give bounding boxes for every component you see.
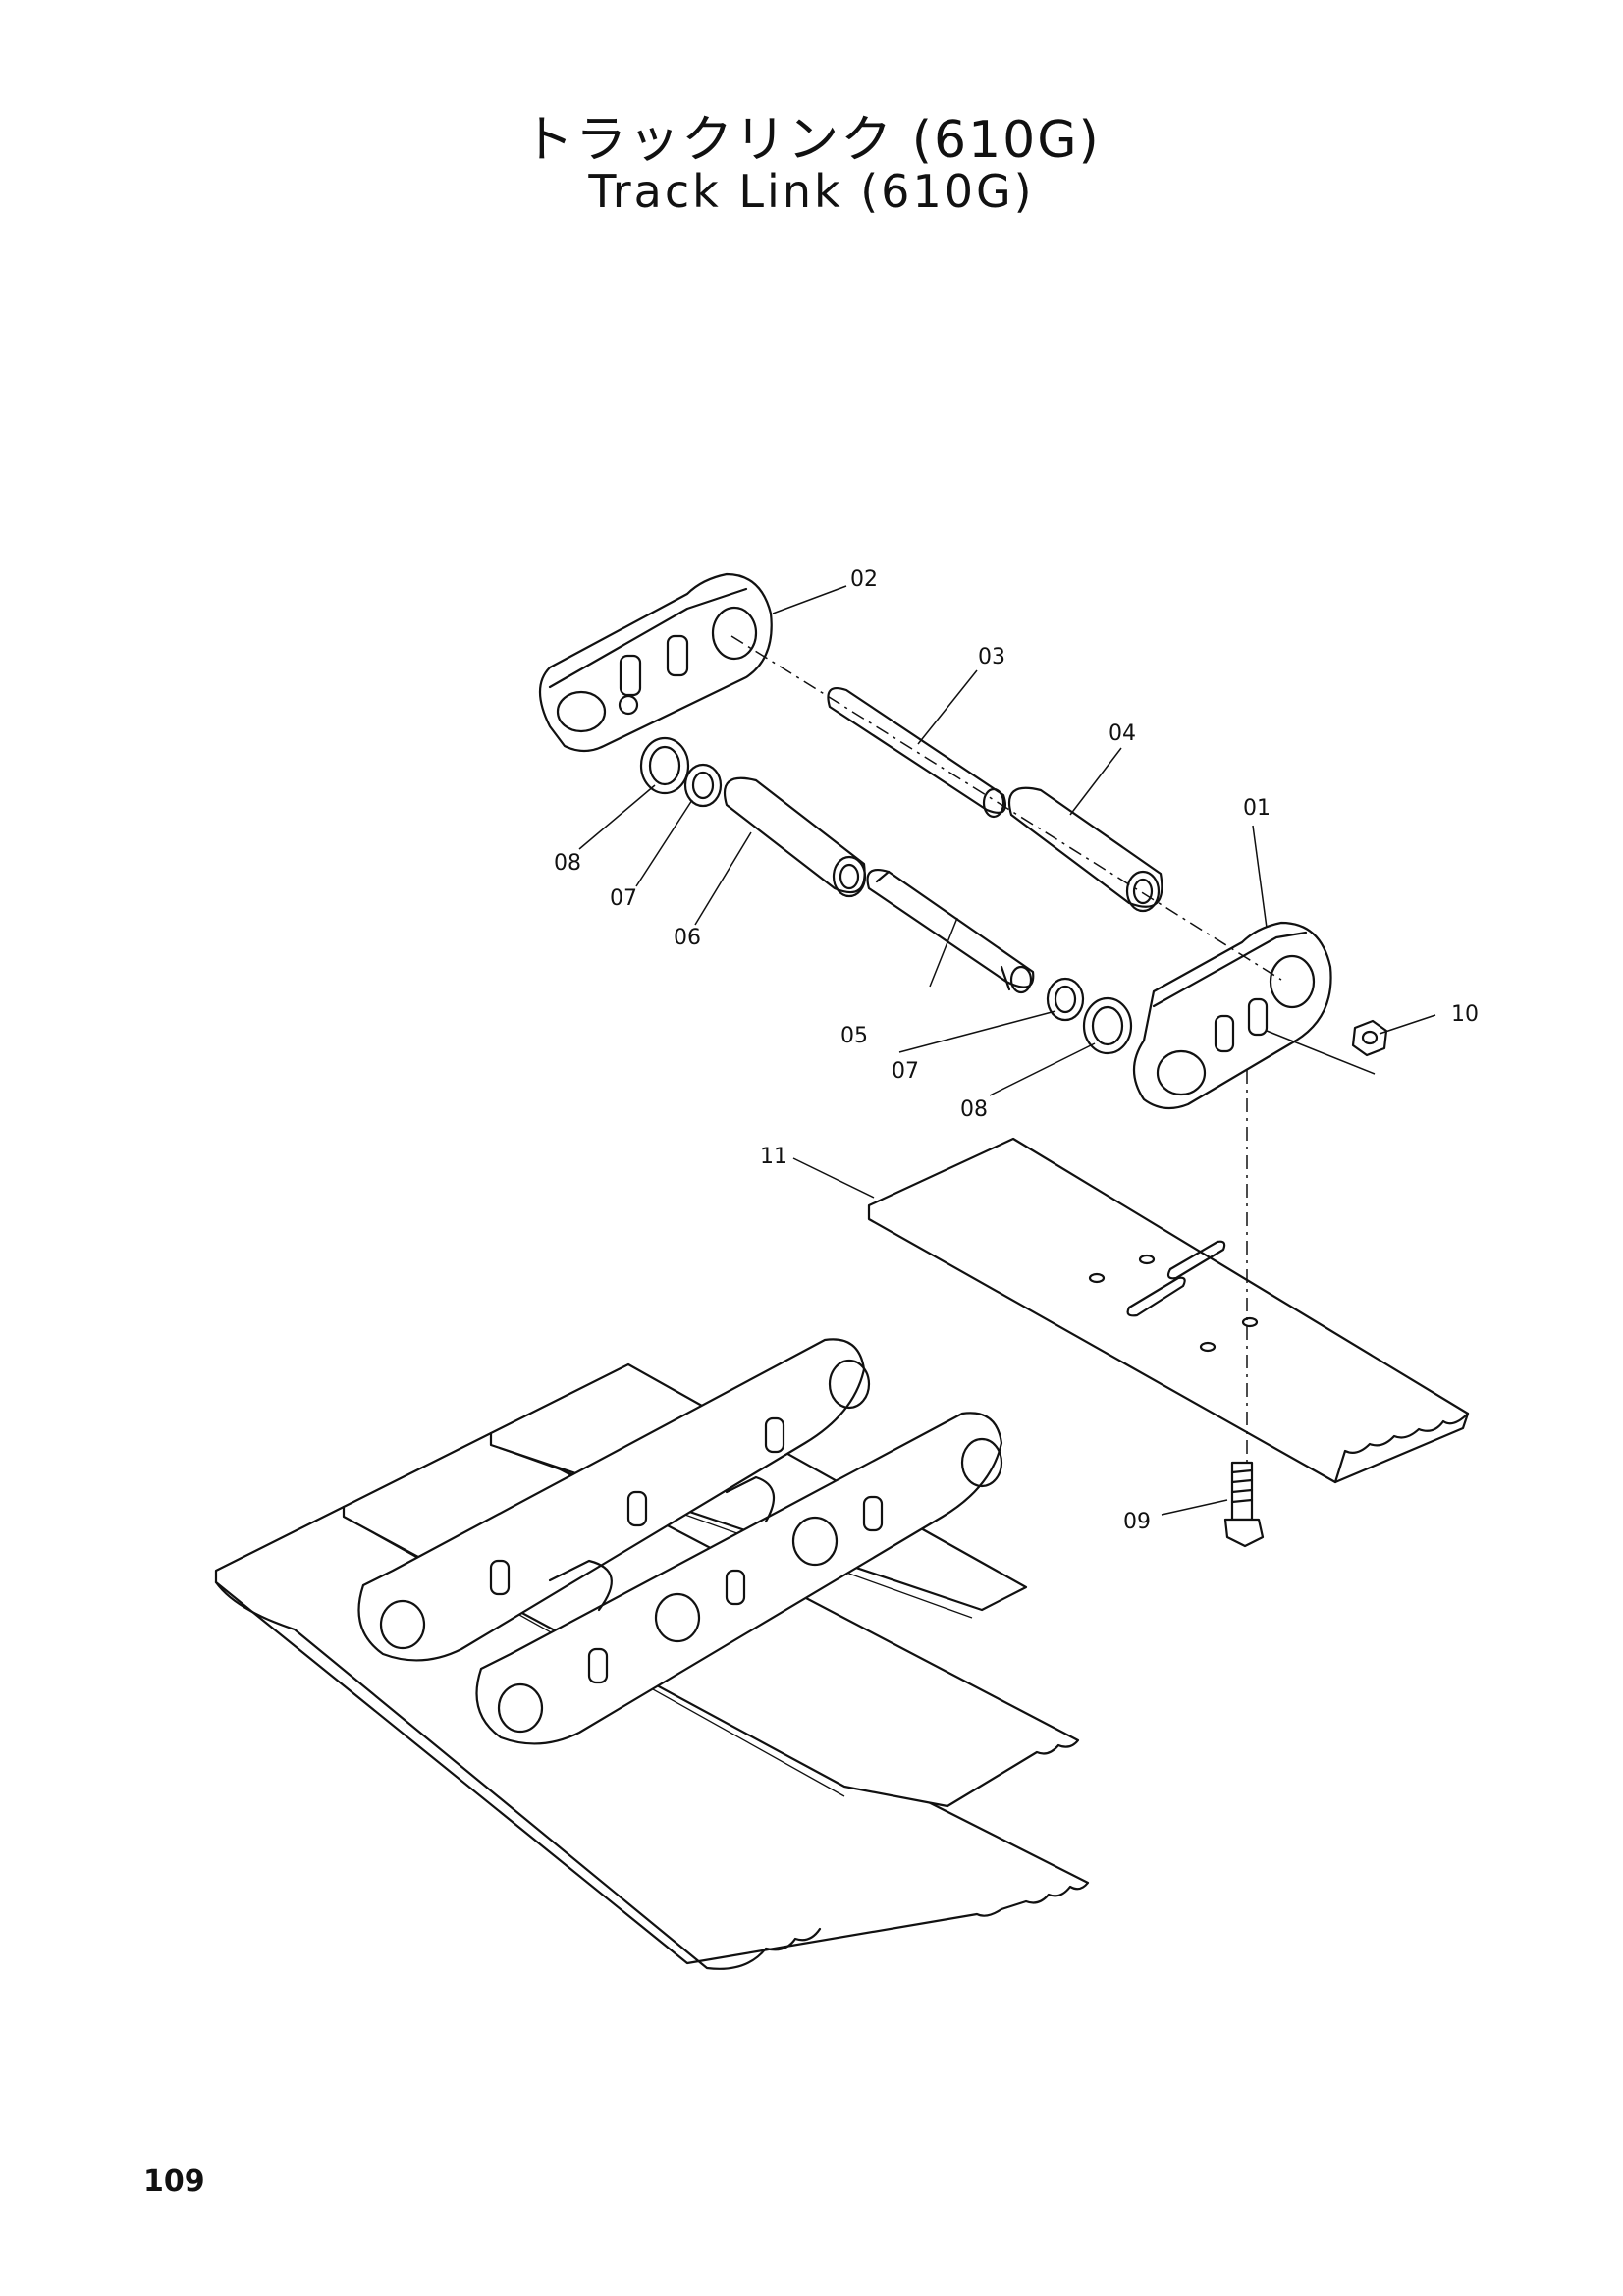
title-japanese: トラックリンク (610G) — [522, 111, 1101, 170]
part-09-bolt — [1223, 1461, 1265, 1548]
callout-03: 03 — [978, 645, 1005, 669]
part-01-link — [1133, 921, 1332, 1110]
assembled-track-view — [214, 1338, 1090, 1970]
part-05-pin — [866, 868, 1035, 994]
callout-09: 09 — [1123, 1510, 1151, 1534]
callout-06: 06 — [674, 926, 701, 950]
part-03-pin — [827, 686, 1007, 819]
callout-11: 11 — [760, 1145, 787, 1169]
callout-08-upper: 08 — [554, 851, 581, 876]
part-08-ring-upper — [639, 736, 690, 795]
page-number: 109 — [143, 2164, 205, 2199]
part-10-nut — [1351, 1019, 1388, 1057]
callout-04: 04 — [1109, 721, 1136, 746]
centerline-pin — [730, 635, 1282, 981]
part-07-seal-lower — [1046, 977, 1085, 1022]
part-07-seal-upper — [683, 763, 723, 808]
callout-05: 05 — [840, 1024, 868, 1048]
part-11-shoe — [867, 1137, 1470, 1484]
leader-lines — [578, 585, 1436, 1516]
callout-10: 10 — [1451, 1002, 1479, 1027]
part-06-bushing — [723, 776, 867, 898]
part-02-link — [539, 572, 773, 753]
callout-07-lower: 07 — [892, 1059, 919, 1084]
callout-01: 01 — [1243, 796, 1271, 821]
callout-02: 02 — [850, 567, 878, 592]
part-08-ring-lower — [1082, 996, 1133, 1055]
callout-07-upper: 07 — [610, 886, 637, 911]
part-04-bushing — [1007, 786, 1163, 913]
title-english: Track Link (610G) — [588, 165, 1035, 218]
callout-08-lower: 08 — [960, 1097, 988, 1122]
